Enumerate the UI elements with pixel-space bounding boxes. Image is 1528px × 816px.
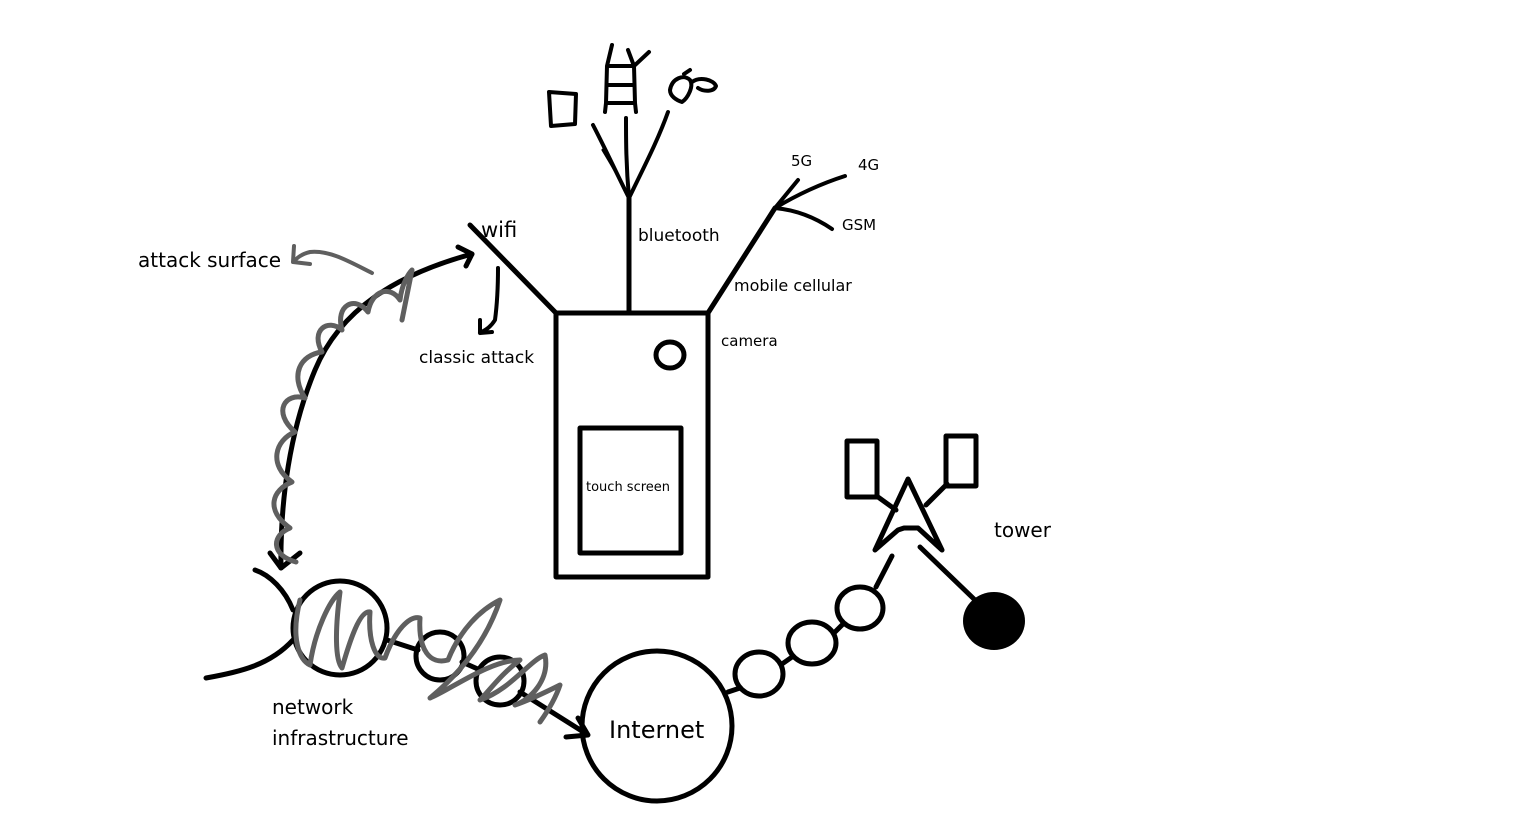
device-square-icon — [547, 90, 578, 128]
network-infrastructure-node — [203, 567, 390, 681]
internet-to-tower-chain — [725, 553, 895, 699]
wifi-to-infrastructure-arc — [278, 251, 475, 571]
label-tower: tower — [994, 518, 1052, 542]
attack-surface-arrow — [291, 244, 374, 275]
tower-arrow-icon — [872, 476, 945, 553]
arc-arrowhead-wifi — [455, 244, 475, 269]
label-gsm: GSM — [842, 216, 876, 234]
touch-screen — [577, 425, 684, 556]
label-classic-attack: classic attack — [419, 348, 534, 368]
wifi-antenna — [467, 222, 559, 316]
label-bluetooth: bluetooth — [638, 226, 720, 246]
tower-base-node — [963, 592, 1025, 650]
camera-lens — [653, 339, 687, 371]
label-network-infrastructure-line1: network — [272, 695, 354, 719]
label-network-infrastructure-line2: infrastructure — [272, 726, 409, 750]
internet-node — [579, 648, 735, 804]
label-internet: Internet — [609, 716, 704, 744]
device-blob-icon — [668, 68, 718, 104]
label-attack-surface: attack surface — [138, 248, 281, 272]
label-4g: 4G — [858, 156, 879, 174]
tower-panel-right-icon — [943, 433, 979, 489]
label-mobile-cellular: mobile cellular — [734, 276, 852, 295]
label-camera: camera — [721, 332, 778, 350]
tower-panel-left-icon — [844, 438, 880, 500]
label-touch-screen: touch screen — [586, 480, 670, 495]
label-5g: 5G — [791, 152, 812, 170]
device-box-icon — [603, 43, 651, 114]
phone-body — [553, 310, 711, 580]
tower — [844, 433, 1025, 650]
cellular-antenna — [705, 174, 847, 316]
label-wifi: wifi — [481, 218, 517, 242]
phone — [553, 310, 711, 580]
attack-scribble-infrastructure — [293, 589, 563, 725]
arc-arrowhead-infrastructure — [267, 550, 303, 571]
classic-attack-arrow — [478, 266, 500, 335]
bluetooth-antenna — [591, 110, 670, 316]
attack-scribble-arc — [271, 267, 415, 565]
bluetooth-devices — [547, 43, 718, 128]
